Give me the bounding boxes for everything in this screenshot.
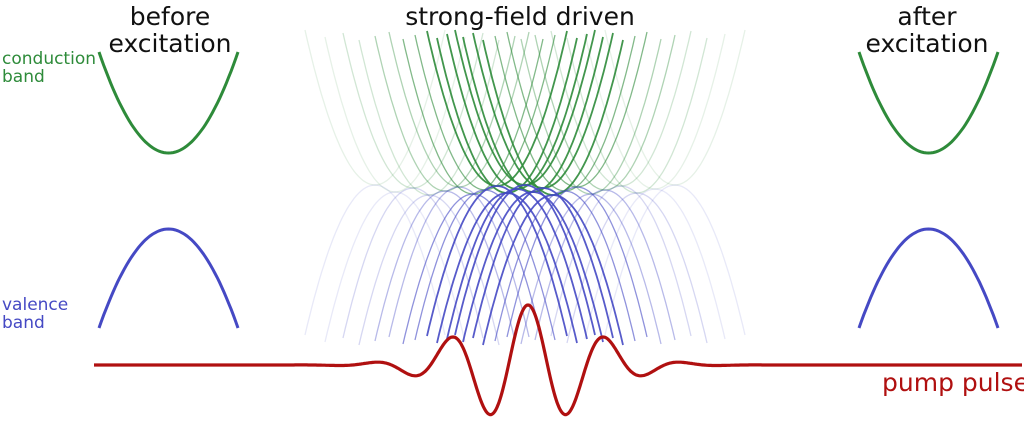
conduction-band-label: conduction band bbox=[2, 50, 96, 86]
driven-conduction-band-curve bbox=[472, 32, 614, 189]
valence-band-after bbox=[857, 227, 1000, 329]
title-after-line2: excitation bbox=[865, 29, 989, 58]
driven-conduction-band-curve bbox=[566, 37, 708, 194]
driven-valence-band-curve bbox=[446, 188, 588, 340]
pump-pulse-waveform bbox=[94, 303, 1022, 417]
driven-conduction-band-curve bbox=[388, 31, 530, 188]
driven-conduction-band-curve bbox=[304, 29, 446, 186]
conduction-band-label-line2: band bbox=[2, 67, 45, 87]
valence-band-label-line2: band bbox=[2, 313, 45, 333]
title-strong-field-driven: strong-field driven bbox=[405, 2, 635, 31]
driven-valence-band-curve bbox=[472, 187, 614, 339]
driven-valence-band-curve bbox=[604, 184, 746, 336]
driven-valence-band-curve bbox=[374, 190, 516, 342]
driven-valence-band-curve bbox=[388, 186, 530, 338]
driven-conduction-band-curve bbox=[342, 32, 484, 189]
driven-valence-band-curve bbox=[506, 186, 648, 338]
driven-valence-band-curve bbox=[584, 188, 726, 340]
driven-valence-band-curve bbox=[550, 185, 692, 337]
valence-band-before bbox=[97, 227, 240, 329]
driven-valence-band-curve bbox=[304, 184, 446, 336]
driven-conduction-band-curve bbox=[324, 36, 466, 193]
driven-conduction-band-curve bbox=[374, 35, 516, 192]
title-after-line1: after bbox=[897, 2, 957, 31]
driven-conduction-band-curve bbox=[520, 38, 662, 195]
conduction-band-label-line1: conduction bbox=[2, 49, 96, 69]
driven-conduction-band-curve bbox=[604, 29, 746, 186]
conduction-band-after bbox=[857, 51, 1000, 155]
driven-valence-band-curve bbox=[342, 187, 484, 339]
title-before-line2: excitation bbox=[108, 29, 232, 58]
pump-pulse-label: pump pulse bbox=[882, 368, 1024, 397]
title-before-line1: before bbox=[129, 2, 211, 31]
driven-valence-band-curve bbox=[426, 185, 568, 337]
driven-valence-band-curve bbox=[566, 192, 708, 344]
driven-conduction-band-curve bbox=[358, 39, 500, 196]
driven-valence-bands bbox=[304, 184, 746, 346]
driven-conduction-band-curve bbox=[534, 34, 676, 191]
driven-conduction-bands bbox=[304, 29, 746, 196]
driven-conduction-band-curve bbox=[550, 30, 692, 187]
valence-band-label: valence band bbox=[2, 296, 68, 332]
title-before-excitation: before excitation bbox=[105, 3, 235, 57]
valence-band-label-line1: valence bbox=[2, 295, 69, 315]
conduction-band-before bbox=[97, 51, 240, 155]
title-after-excitation: after excitation bbox=[862, 3, 992, 57]
driven-valence-band-curve bbox=[534, 189, 676, 341]
driven-conduction-band-curve bbox=[584, 33, 726, 190]
driven-valence-band-curve bbox=[324, 191, 466, 343]
driven-valence-band-curve bbox=[520, 193, 662, 345]
driven-valence-band-curve bbox=[454, 184, 596, 336]
